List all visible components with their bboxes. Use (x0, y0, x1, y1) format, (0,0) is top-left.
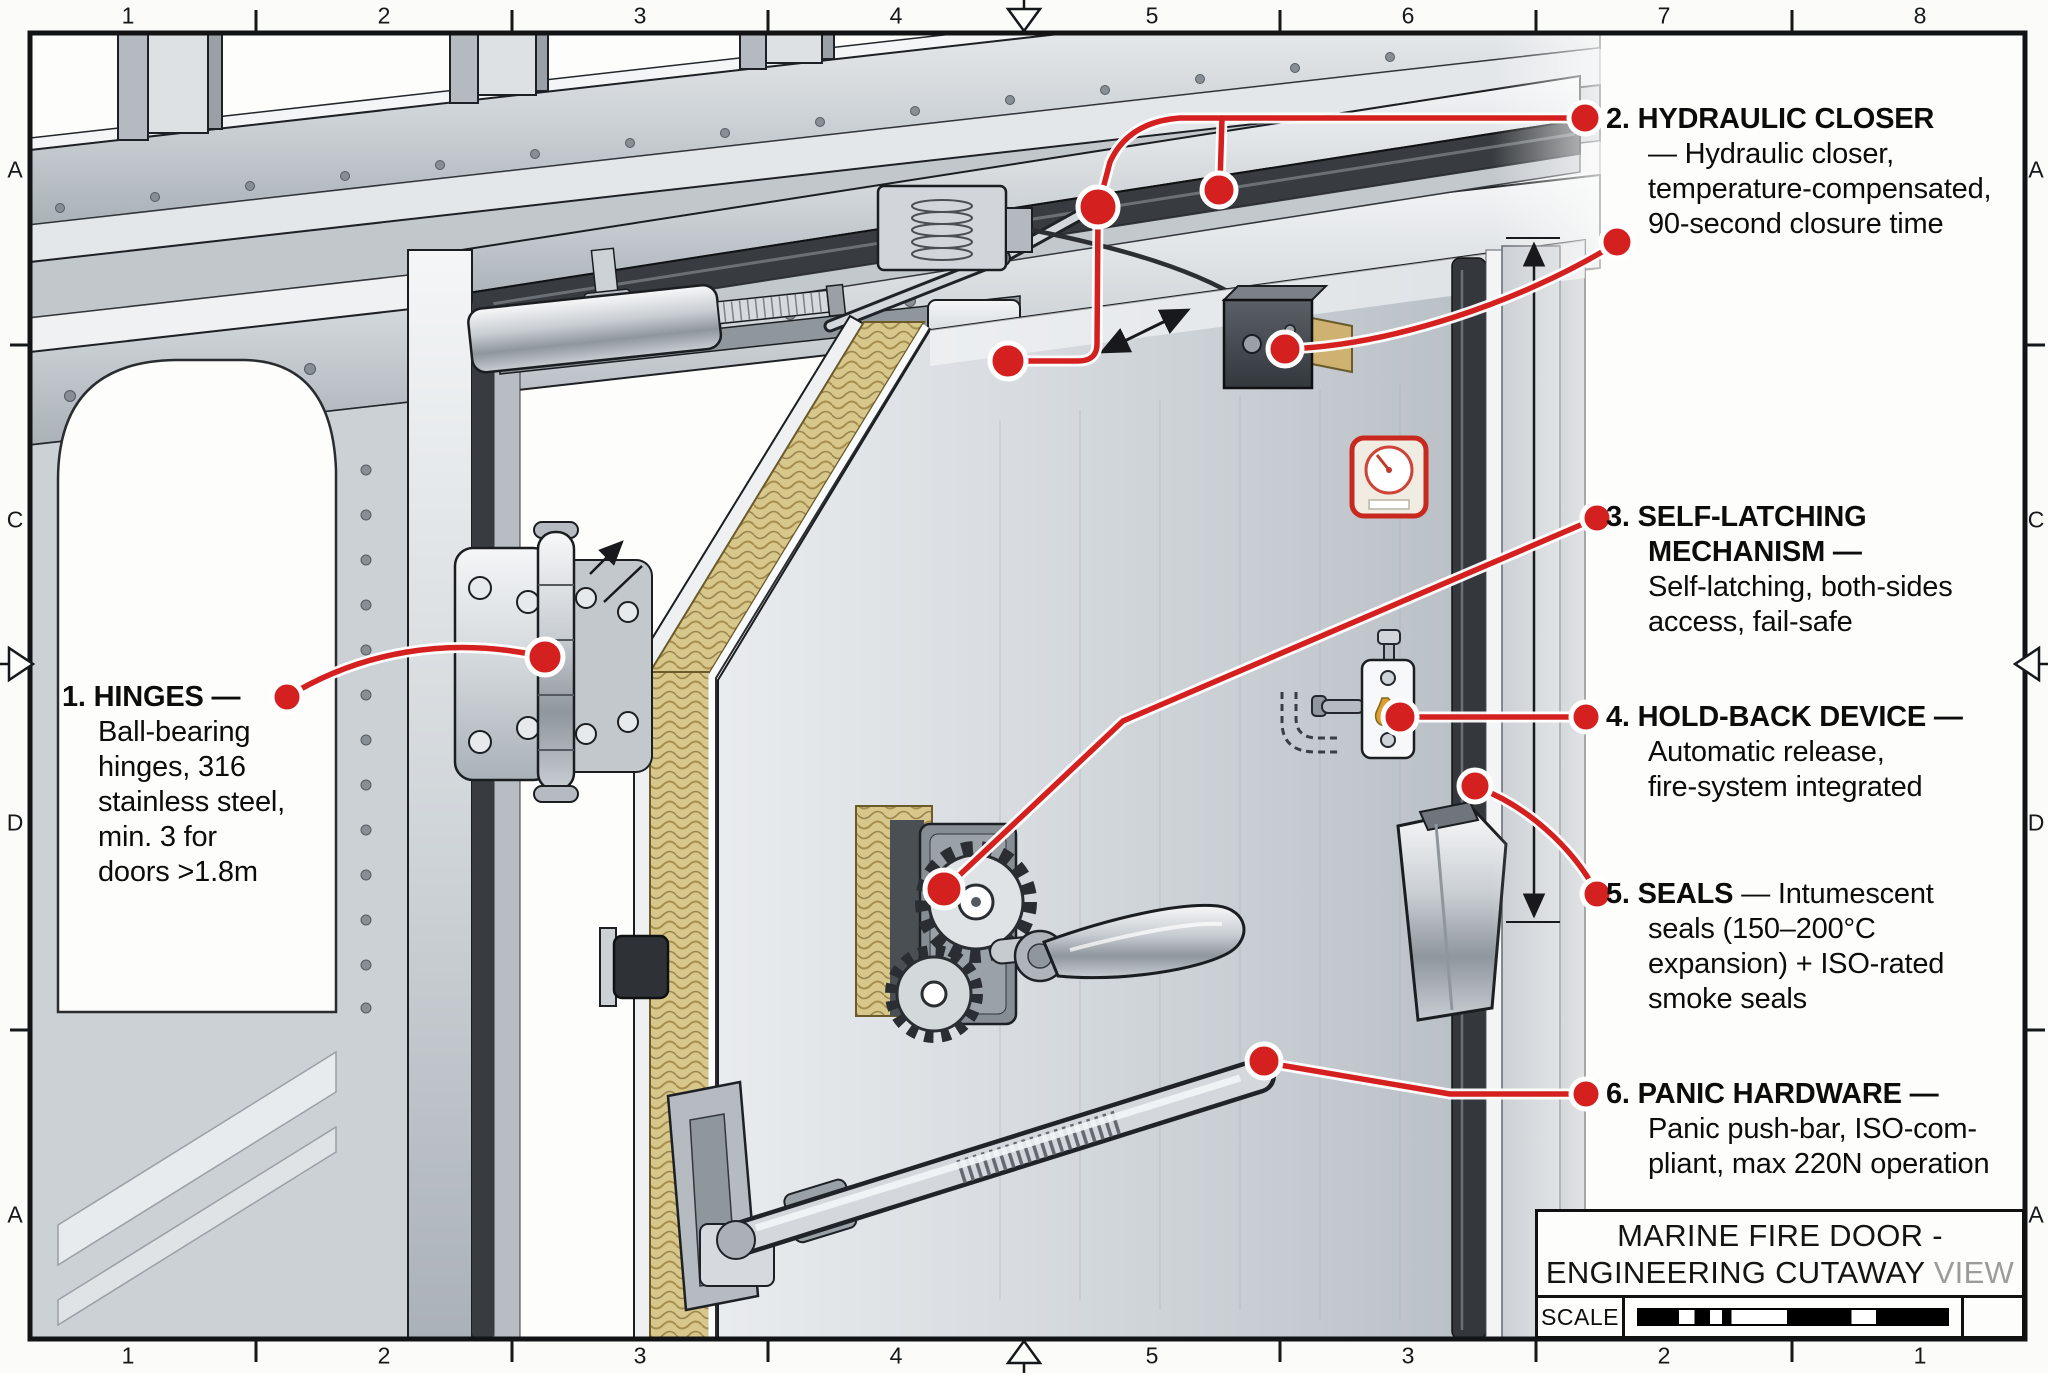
jamb-rivets (360, 464, 372, 1014)
annotation-title: 5. SEALS (1606, 878, 1734, 910)
web-stiffeners (117, 33, 835, 141)
title-line-2: ENGINEERING CUTAWAY VIEW (1545, 1254, 2015, 1290)
scale-row: SCALE (1538, 1295, 2022, 1336)
annotation-text: — Intumescent seals (150–200°C expansion… (1648, 878, 1945, 1015)
zone-label: 1 (121, 2, 135, 29)
annotation-body: 5. SEALS — Intumescent seals (150–200°C … (1606, 877, 2036, 1017)
right-center-marker (2012, 645, 2041, 683)
callout-leaders (269, 99, 1636, 1112)
sheet-frame (27, 30, 2028, 1342)
zone-label: C (2027, 506, 2045, 533)
zone-label: 4 (889, 2, 903, 29)
annotation-title: 3. SELF-LATCHING MECHANISM — (1606, 501, 1867, 568)
latch-gear (885, 945, 983, 1043)
annotation-seals: 5. SEALS — Intumescent seals (150–200°C … (1606, 877, 2036, 1017)
zone-label: 5 (1145, 2, 1159, 29)
leader-hinges (284, 644, 543, 700)
dimension-marks (589, 308, 1191, 603)
zone-label: 4 (889, 1342, 903, 1369)
zone-label: A (7, 1201, 23, 1228)
zone-label: D (6, 809, 24, 836)
left-center-marker (7, 645, 36, 683)
leader-hydraulic-closer (1097, 115, 1588, 203)
zone-label: 3 (633, 2, 647, 29)
zone-label: 2 (1657, 1342, 1671, 1369)
latch-gear (915, 841, 1037, 963)
vertical-dimension (1506, 237, 1560, 923)
doorway-opening (56, 358, 338, 1014)
annotation-hinges: 1. HINGES — Ball-bearing hinges, 316 sta… (62, 680, 342, 890)
zone-label: 7 (1657, 2, 1671, 29)
callout-dots (269, 99, 1636, 1112)
top-center-marker (1005, 7, 1043, 34)
annotation-title: 1. HINGES — (62, 681, 241, 713)
zone-label: C (6, 506, 24, 533)
annotation-body: Ball-bearing hinges, 316 stainless steel… (98, 716, 285, 888)
title-fade-word: VIEW (1933, 1254, 2015, 1290)
title-block-empty-cell (1961, 1298, 2022, 1336)
annotation-panic-hardware: 6. PANIC HARDWARE — Panic push-bar, ISO-… (1606, 1077, 2046, 1182)
zone-label: 3 (633, 1342, 647, 1369)
zone-label: D (2027, 809, 2045, 836)
title-block: MARINE FIRE DOOR - ENGINEERING CUTAWAY V… (1535, 1209, 2025, 1339)
annotation-title: 2. HYDRAULIC CLOSER (1606, 103, 1935, 135)
zone-label: 2 (377, 1342, 391, 1369)
bottom-center-marker (1005, 1338, 1043, 1365)
annotation-title: 4. HOLD-BACK DEVICE — (1606, 701, 1963, 733)
zone-label: 1 (121, 1342, 135, 1369)
panic-hardware (666, 800, 1508, 1312)
zone-label: 2 (377, 2, 391, 29)
jamb-gasket-seal (472, 300, 494, 1339)
annotation-body: Self-latching, both-sides access, fail-s… (1648, 571, 1953, 638)
title-line-1: MARINE FIRE DOOR - (1617, 1217, 1943, 1253)
annotation-title: 6. PANIC HARDWARE — (1606, 1078, 1939, 1110)
zone-label: A (7, 156, 23, 183)
zone-label: 1 (1913, 1342, 1927, 1369)
zone-label: 5 (1145, 1342, 1159, 1369)
annotation-hydraulic-closer: 2. HYDRAULIC CLOSER — Hydraulic closer, … (1606, 102, 2036, 242)
annotation-body: Panic push-bar, ISO-com- pliant, max 220… (1648, 1113, 1990, 1180)
annotation-hold-back: 4. HOLD-BACK DEVICE — Automatic release,… (1606, 700, 2036, 805)
panic-bar-bracket (1396, 808, 1508, 1022)
leader-panic-hardware (1265, 1060, 1589, 1097)
drawing-title: MARINE FIRE DOOR - ENGINEERING CUTAWAY V… (1538, 1212, 2022, 1295)
bulkhead-wall (30, 358, 411, 1339)
zone-ticks (10, 10, 2045, 1362)
zone-label: 8 (1913, 2, 1927, 29)
latch-bolt (612, 934, 670, 1000)
zone-label: 3 (1401, 1342, 1415, 1369)
zone-label: A (2028, 156, 2044, 183)
annotation-self-latching: 3. SELF-LATCHING MECHANISM — Self-latchi… (1606, 500, 2036, 640)
zone-label: A (2028, 1201, 2044, 1228)
leader-seals (1476, 785, 1600, 896)
annotation-body: Automatic release, fire-system integrate… (1648, 736, 1923, 803)
zone-label: 6 (1401, 2, 1415, 29)
gauge-device (1349, 435, 1429, 519)
annotation-body: — Hydraulic closer, temperature-compensa… (1648, 138, 1992, 240)
scale-bar (1637, 1308, 1949, 1326)
leader-self-latching (945, 515, 1600, 889)
scale-label: SCALE (1538, 1298, 1625, 1336)
